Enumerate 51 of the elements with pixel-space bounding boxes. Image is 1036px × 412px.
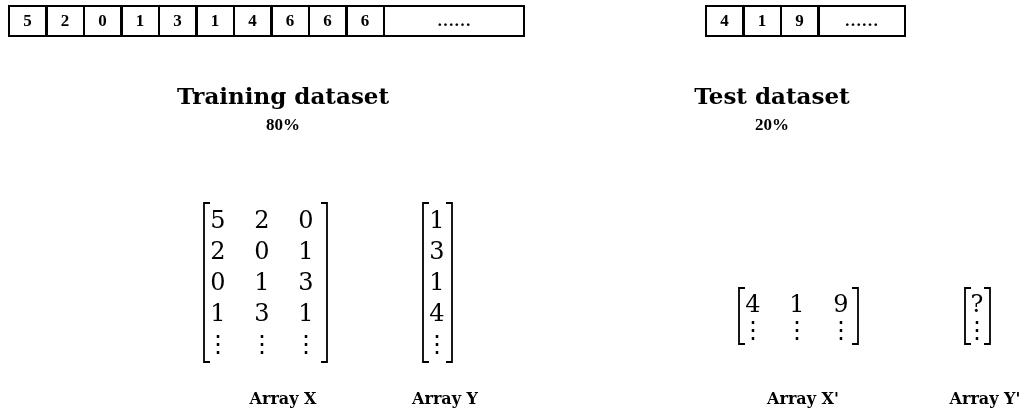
dataset-heading: Test dataset: [694, 81, 850, 109]
array-cell: 1: [120, 5, 160, 37]
matrix-entry: ⋮: [206, 330, 230, 358]
array-cell: ……: [817, 5, 906, 37]
array-cell: 6: [308, 5, 347, 37]
matrix-entry: ⋮: [785, 316, 809, 344]
array-caption: Array Y': [949, 388, 1021, 408]
array-cell: 2: [45, 5, 85, 37]
matrix-entry: 5: [210, 206, 226, 234]
dataset-heading: Training dataset: [176, 81, 390, 109]
matrix-entry: ⋮: [294, 330, 318, 358]
matrix-entry: 3: [298, 268, 314, 296]
array-cell: 4: [705, 5, 744, 37]
matrix-entry: 1: [429, 206, 445, 234]
matrix-entry: 0: [254, 237, 270, 265]
matrix-entry: 1: [298, 299, 314, 327]
array-cell: 6: [345, 5, 385, 37]
matrix-entry: 1: [429, 268, 445, 296]
matrix-entry: ⋮: [829, 316, 853, 344]
array-caption: Array X: [249, 388, 317, 408]
matrix-entry: 1: [210, 299, 226, 327]
matrix-entry: 1: [254, 268, 270, 296]
matrix-entry: 4: [429, 299, 445, 327]
array-caption: Array Y: [412, 388, 478, 408]
array-cell: 4: [233, 5, 272, 37]
percentage-label: 80%: [266, 115, 300, 135]
matrix-entry: 9: [833, 290, 849, 318]
percentage-label: 20%: [755, 115, 789, 135]
array-cell: 1: [742, 5, 782, 37]
array-cell: ……: [383, 5, 525, 37]
array-caption: Array X': [767, 388, 839, 408]
matrix-entry: ⋮: [250, 330, 274, 358]
matrix-entry: 1: [298, 237, 314, 265]
matrix-entry: 0: [298, 206, 314, 234]
matrix-entry: ⋮: [741, 316, 765, 344]
matrix-entry: 0: [210, 268, 226, 296]
array-cell: 9: [780, 5, 819, 37]
matrix-entry: 3: [429, 237, 445, 265]
matrix-entry: 2: [210, 237, 226, 265]
matrix-entry: 3: [254, 299, 270, 327]
matrix-entry: 2: [254, 206, 270, 234]
array-cell: 5: [8, 5, 47, 37]
array-cell: 1: [195, 5, 235, 37]
matrix-entry: ⋮: [965, 316, 989, 344]
matrix-entry: ⋮: [425, 330, 449, 358]
matrix-entry: ?: [970, 290, 984, 318]
array-cell: 0: [83, 5, 122, 37]
array-cell: 6: [270, 5, 310, 37]
matrix-entry: 1: [789, 290, 805, 318]
matrix-entry: 4: [745, 290, 761, 318]
array-cell: 3: [158, 5, 197, 37]
